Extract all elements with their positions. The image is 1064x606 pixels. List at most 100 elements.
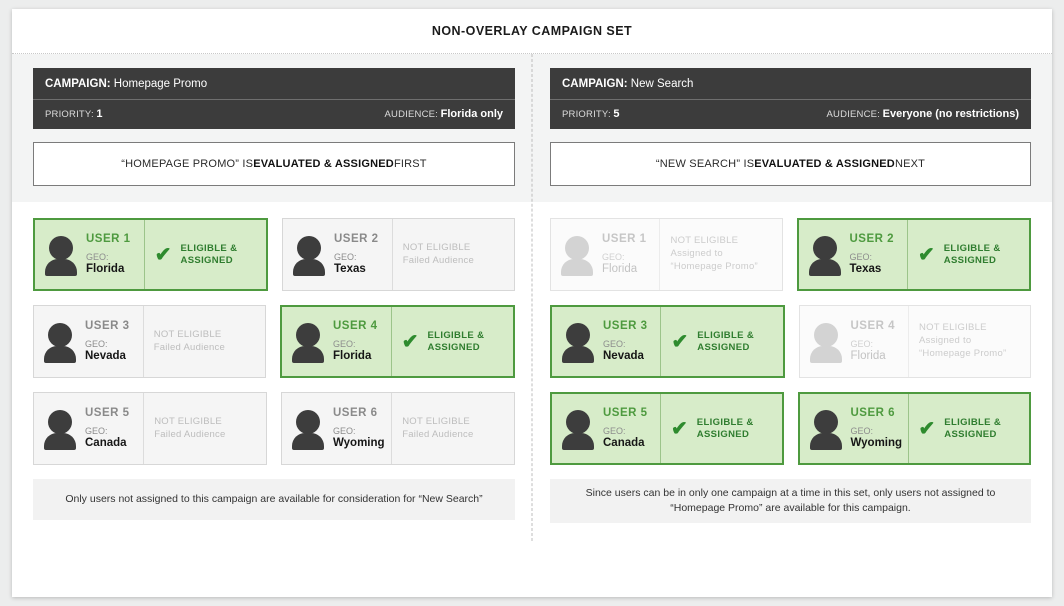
right-column-header: CAMPAIGN: New Search PRIORITY: 5 AUDIENC… [532,68,1052,186]
status-line-2: Failed Audience [154,428,226,440]
status-line-2: Assigned to [918,335,972,347]
left-column-header: CAMPAIGN: Homepage Promo PRIORITY: 1 AUD… [12,68,532,186]
campaign-key-label: CAMPAIGN: [45,78,111,90]
geo-label: GEO: [86,251,109,262]
status-line-2: Failed Audience [402,254,475,266]
user-status: ✔ELIGIBLE &ASSIGNED [145,220,266,289]
avatar-icon [43,322,77,363]
status-line-2: ASSIGNED [696,428,750,440]
geo-label: GEO: [333,338,356,349]
geo-value: Canada [603,436,645,449]
status-badge: ELIGIBLE &ASSIGNED [697,417,754,441]
status-line-2: ASSIGNED [943,254,997,266]
geo-value: Nevada [603,349,644,362]
priority-group-right: PRIORITY: 5 [562,108,620,120]
avatar-icon [43,409,77,450]
geo-value: Texas [334,262,366,275]
audience-group-left: AUDIENCE: Florida only [384,108,503,120]
user-status: ✔ELIGIBLE &ASSIGNED [908,220,1029,289]
priority-key-label: PRIORITY: [562,109,611,120]
check-icon: ✔ [917,243,935,266]
geo-label: GEO: [334,251,357,262]
status-line-2: ASSIGNED [427,341,480,353]
check-icon: ✔ [671,417,688,440]
priority-group-left: PRIORITY: 1 [45,108,103,120]
avatar-icon [291,409,325,450]
avatar-icon [809,322,843,363]
page-title: NON-OVERLAY CAMPAIGN SET [431,24,633,38]
status-line-2: Failed Audience [402,428,474,440]
check-icon: ✔ [918,417,936,440]
user-name: USER 6 [850,406,896,419]
geo-value: Texas [849,262,882,275]
avatar-icon [561,409,595,450]
geo-label: GEO: [850,425,874,436]
geo-value: Nevada [85,349,126,362]
user-name: USER 1 [602,232,647,245]
avatar-icon [292,235,326,276]
audience-key-label: AUDIENCE: [384,109,439,120]
geo-label: GEO: [333,425,356,436]
eval-bold-right: EVALUATED & ASSIGNED [754,158,895,170]
status-badge: ELIGIBLE &ASSIGNED [427,330,484,354]
geo-value: Florida [850,349,886,362]
geo-value: Florida [333,349,372,362]
eval-post-right: NEXT [894,158,926,170]
priority-value-left: 1 [96,108,103,120]
status-badge: ELIGIBLE &ASSIGNED [944,417,1001,441]
campaign-card-left: CAMPAIGN: Homepage Promo PRIORITY: 1 AUD… [33,68,515,129]
campaign-title-right: CAMPAIGN: New Search [550,68,1031,100]
status-badge: ELIGIBLE &ASSIGNED [697,330,754,354]
avatar-icon [44,235,78,276]
status-line-1: ELIGIBLE & [180,242,238,254]
geo-label: GEO: [85,338,108,349]
geo-value: Florida [86,262,125,275]
user-name: USER 5 [85,406,130,419]
title-band: NON-OVERLAY CAMPAIGN SET [12,9,1052,53]
user-name: USER 4 [850,319,896,332]
geo-value: Florida [602,262,638,275]
status-line-1: NOT ELIGIBLE [153,328,222,340]
status-line-2: ASSIGNED [697,341,750,353]
avatar-icon [560,235,594,276]
status-line-1: NOT ELIGIBLE [402,241,471,253]
audience-value-left: Florida only [440,108,503,120]
audience-key-label: AUDIENCE: [826,109,881,120]
eval-pre-left: “HOMEPAGE PROMO” IS [121,158,254,170]
user-name: USER 2 [334,232,379,245]
geo-label: GEO: [849,251,873,262]
audience-group-right: AUDIENCE: Everyone (no restrictions) [827,108,1020,120]
user-status: ✔ ELIGIBLE &ASSIGNED [909,394,1030,463]
status-line-1: ELIGIBLE & [696,416,754,428]
footer-note-left: Only users not assigned to this campaign… [33,479,515,520]
check-icon: ✔ [154,243,172,266]
